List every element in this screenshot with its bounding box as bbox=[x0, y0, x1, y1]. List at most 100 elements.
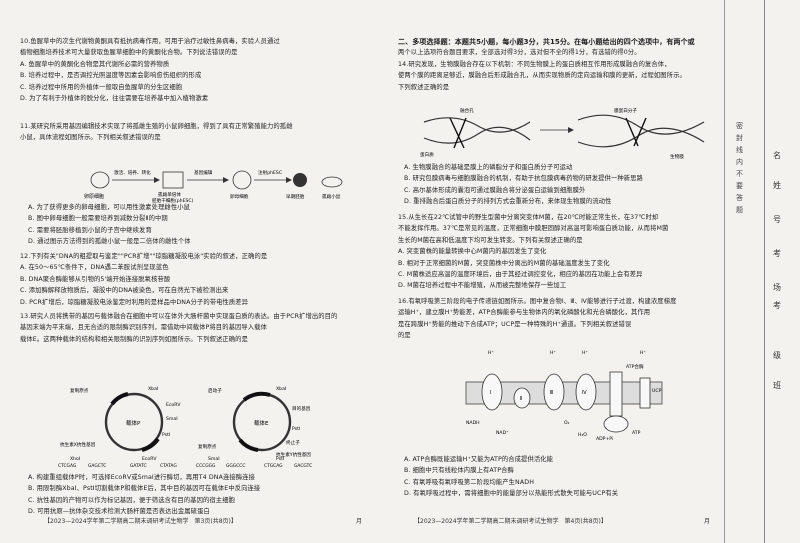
ucp-channel bbox=[639, 377, 651, 409]
q14opts-line: C. 高尔基体形成的囊泡可通过膜融合将分泌蛋白运输到细胞膜外 bbox=[404, 186, 586, 194]
fig-label-b: 激活、培养、转化 bbox=[114, 169, 151, 176]
binding-notice: 密 封 线 内 不 要 答 题 bbox=[736, 122, 750, 214]
label-ucp: UCP bbox=[652, 388, 662, 394]
pst-label-1: PstⅠ bbox=[162, 432, 170, 438]
q13-line: 载体E。这两种载体的结构和相关限制酶的识别序列如图所示。下列叙述正确的是 bbox=[20, 335, 248, 343]
fig-label-f: 注射phESC bbox=[258, 169, 282, 176]
ori-label-2: 复制原点 bbox=[198, 443, 217, 450]
complex-2 bbox=[513, 387, 531, 409]
q11-line: 11.某研究所采用基因编辑技术实现了将孤雌生殖的小鼠卵细胞，得到了具有正常繁殖能… bbox=[20, 123, 293, 130]
binding-margin: 名姓号考场考级班密 封 线 内 不 要 答 题 bbox=[716, 0, 800, 543]
label-iii: Ⅲ bbox=[550, 390, 553, 396]
q10-line: D. 为了有利于外植体的脱分化，往往需要在培养基中加入植物激素 bbox=[20, 95, 209, 102]
q16opts-line: B. 细胞中只有线粒体内膜上有ATP合酶 bbox=[404, 467, 514, 475]
q10-line: 10.鱼腥草中的次生代谢物黄酮具有抵抗病毒作用，可用于治疗过敏性鼻病毒，实验人员… bbox=[20, 38, 280, 45]
q11opts-line: B. 图中卵母细胞一般需要培养到减数分裂Ⅱ的中期 bbox=[28, 215, 168, 223]
seq-1: CTCGAG bbox=[58, 463, 77, 469]
fig-label-e: 卵母细胞 bbox=[230, 193, 249, 200]
xba-label-1: XbaⅠ bbox=[148, 386, 158, 392]
q11-line: 小鼠，具体流程如图所示。下列相关叙述错误的是 bbox=[20, 134, 161, 142]
sec2-line: 两个以上选项符合题目要求，全部选对得3分，选对但不全的得1分，有选错的得0分。 bbox=[398, 49, 641, 57]
q11-flow-diagram: 卵原细胞 激活、培养、转化 孤雌单倍体 胚胎干细胞(phESC) 基因编辑 卵母… bbox=[84, 169, 343, 204]
q11opts-line: A. 为了获得更多的卵母细胞，可以用性激素处理雌性小鼠 bbox=[28, 204, 191, 211]
left-footer: 【2023—2024学年第二学期高二期末调研考试生物学 第3页(共8页)】 bbox=[44, 518, 237, 525]
pst-label-2: PstⅠ bbox=[292, 426, 300, 432]
binding-label: 考 bbox=[773, 301, 781, 310]
embryo-shape bbox=[293, 173, 307, 187]
fusion-label-4: 生物膜 bbox=[670, 153, 684, 160]
binding-label: 考 bbox=[773, 249, 781, 258]
prom-label: 启动子 bbox=[208, 387, 222, 394]
binding-line-left bbox=[724, 0, 725, 543]
q12-line: B. DNA聚合酶能够从引物的5'端开始连接脱氧核苷酸 bbox=[20, 275, 171, 283]
label-nad: NAD⁺ bbox=[496, 430, 509, 436]
q12-line: D. PCR扩增后，琼脂糖凝胶电泳鉴定时利用的是样品中DNA分子的带电性质差异 bbox=[20, 298, 249, 306]
term-label: 终止子 bbox=[286, 439, 300, 446]
q15-line: B. 相对于正常细菌的M菌，突变菌株中分离出的M菌的基础温度发生了变化 bbox=[398, 259, 610, 267]
label-i: Ⅰ bbox=[490, 390, 491, 396]
complex-1 bbox=[481, 373, 503, 411]
q13-vector-diagram: 载体P 载体E 复制原点 抗生素X抗性基因 XbaⅠ EcoRⅤ SmaⅠ Ps… bbox=[58, 386, 312, 469]
q13-line: 基因末端为平末端，且无合适的限制酶识别序列，需借助中间载体P将目的基因导入载体 bbox=[20, 324, 267, 332]
ori-label-1: 复制原点 bbox=[70, 387, 89, 394]
label-nadh: NADH bbox=[466, 420, 480, 426]
binding-label: 名 bbox=[773, 151, 781, 160]
q15-line: 生长的M菌在高和低温度下均可发生转变。下列有关叙述正确的是 bbox=[398, 236, 583, 244]
fig-label-c2: 胚胎干细胞(phESC) bbox=[152, 197, 194, 204]
label-h4: H⁺ bbox=[640, 350, 646, 356]
q16-line: 的是 bbox=[398, 332, 411, 340]
complex-3 bbox=[543, 373, 565, 411]
q15-line: A. 突变菌株的能量转换中心M菌内的基因发生了变化 bbox=[398, 248, 547, 256]
vector-e-label: 载体E bbox=[254, 419, 269, 427]
q13-line: 13.研究人员将携带的基因与载体融合在细胞中可以在体外大肠杆菌中实现蛋白质的表达… bbox=[20, 313, 338, 320]
label-h2o: H₂O bbox=[578, 432, 587, 438]
xba-label-2: XbaⅠ bbox=[276, 386, 286, 392]
seq-2b: CTATAG bbox=[160, 463, 177, 469]
q12-line: C. 添加酶解释放物质后，凝胶中的DNA被染色，可在自然光下被检测出来 bbox=[20, 287, 229, 295]
q15-line: 15.从生长在22℃试管中的野生型菌中分离突变体M菌，在20℃时能正常生长，在3… bbox=[398, 214, 659, 221]
binding-label: 号 bbox=[773, 215, 781, 224]
seq-name-3: SmaⅠ bbox=[208, 456, 220, 462]
q14opts-line: B. 研究包膜病毒与细胞膜融合的机制，有助于抗包膜病毒药物的研发提供一种新思路 bbox=[404, 175, 643, 183]
q10-line: 植物细胞培养技术可大量获取鱼腥草细胞中的黄酮化合物。下列说法错误的是 bbox=[20, 49, 238, 57]
q14opts-line: A. 生物膜融合的基础是膜上的磷脂分子和蛋白质分子可运动 bbox=[404, 164, 573, 171]
q11opts-line: C. 需要将胚胎移植到小鼠的子宫中继续发育 bbox=[28, 226, 152, 234]
binding-label: 班 bbox=[773, 381, 781, 390]
q16-electron-transport-diagram: Ⅰ Ⅱ Ⅲ Ⅳ H⁺ H⁺ H⁺ H⁺ ATP合酶 UCP NADH NAD⁺ … bbox=[465, 350, 663, 442]
q13opts-line: A. 构建重组载体P时，可选择EcoRⅤ或SmaⅠ进行酶切，再用T4 DNA连接… bbox=[28, 474, 255, 481]
label-o2: O₂ bbox=[564, 420, 570, 426]
left-page: 10.鱼腥草中的次生代谢物黄酮具有抵抗病毒作用，可用于治疗过敏性鼻病毒，实验人员… bbox=[0, 0, 378, 543]
mouse-shape bbox=[321, 176, 343, 188]
binding-label: 级 bbox=[773, 351, 781, 360]
label-h3: H⁺ bbox=[582, 350, 588, 356]
seq-4b: GACGTC bbox=[294, 463, 312, 469]
seq-2: GATATC bbox=[130, 463, 147, 469]
label-atpsyn: ATP合酶 bbox=[626, 363, 644, 370]
complex-4 bbox=[575, 373, 597, 411]
q13opts-line: B. 用限制酶XbaⅠ、PstⅠ切割载体P和载体E后，其中目的基因可在载体E中反… bbox=[28, 485, 261, 493]
left-footer-mark: 月 bbox=[356, 518, 363, 525]
q15-line: D. M菌在培养过程中不能增殖，从而被完整地保存一些加工 bbox=[398, 282, 567, 290]
seq-name-2: EcoRⅤ bbox=[142, 456, 157, 462]
seq-3: CCCGGG bbox=[196, 463, 216, 469]
res-label-1: 抗生素X抗性基因 bbox=[60, 441, 96, 448]
right-page: 二、多项选择题：本题共5小题，每小题3分，共15分。在每小题给出的四个选项中，有… bbox=[380, 0, 712, 543]
q15-line: 不能发挥作用。37℃是常见的温度，正常细胞中膜胆固醇对高温可影响蛋白质功能，从而… bbox=[398, 225, 669, 233]
q14-membrane-fusion-diagram: 融合孔 蛋白质 膜蛋白分子 生物膜 bbox=[420, 107, 705, 160]
seq-3b: GGGCCC bbox=[226, 463, 245, 469]
res-label-2: 抗生素Y抗性基因 bbox=[276, 451, 311, 458]
q13opts-line: D. 可用抗原—抗体杂交技术检测大肠杆菌是否表达出金属硫蛋白 bbox=[28, 508, 210, 516]
q16opts-line: A. ATP合酶既能运输H⁺又能为ATP的合成提供活化能 bbox=[404, 456, 554, 463]
label-h1: H⁺ bbox=[488, 350, 494, 356]
q16-line: 运输H⁺，建立膜H⁺势能差，ATP合酶能参与生物体内的氧化磷酸化和光合磷酸化，其… bbox=[398, 309, 651, 317]
right-footer: 【2023—2024学年第二学期高二期末调研考试生物学 第4页(共8页)】 bbox=[414, 518, 607, 525]
seq-1b: GAGCTC bbox=[88, 463, 106, 469]
q12-line: 12.下列有关"DNA的粗提取与鉴定""PCR扩增""琼脂糖凝胶电泳"实验的叙述… bbox=[20, 253, 268, 260]
label-atp: ATP bbox=[632, 430, 641, 436]
fusion-label-3: 膜蛋白分子 bbox=[614, 107, 637, 114]
fig-label-d: 基因编辑 bbox=[194, 169, 213, 176]
binding-label: 场 bbox=[773, 283, 781, 292]
label-iv: Ⅳ bbox=[582, 390, 587, 396]
seq-name-1: XhoⅠ bbox=[70, 456, 80, 462]
ecor-label: EcoRⅤ bbox=[166, 402, 181, 408]
